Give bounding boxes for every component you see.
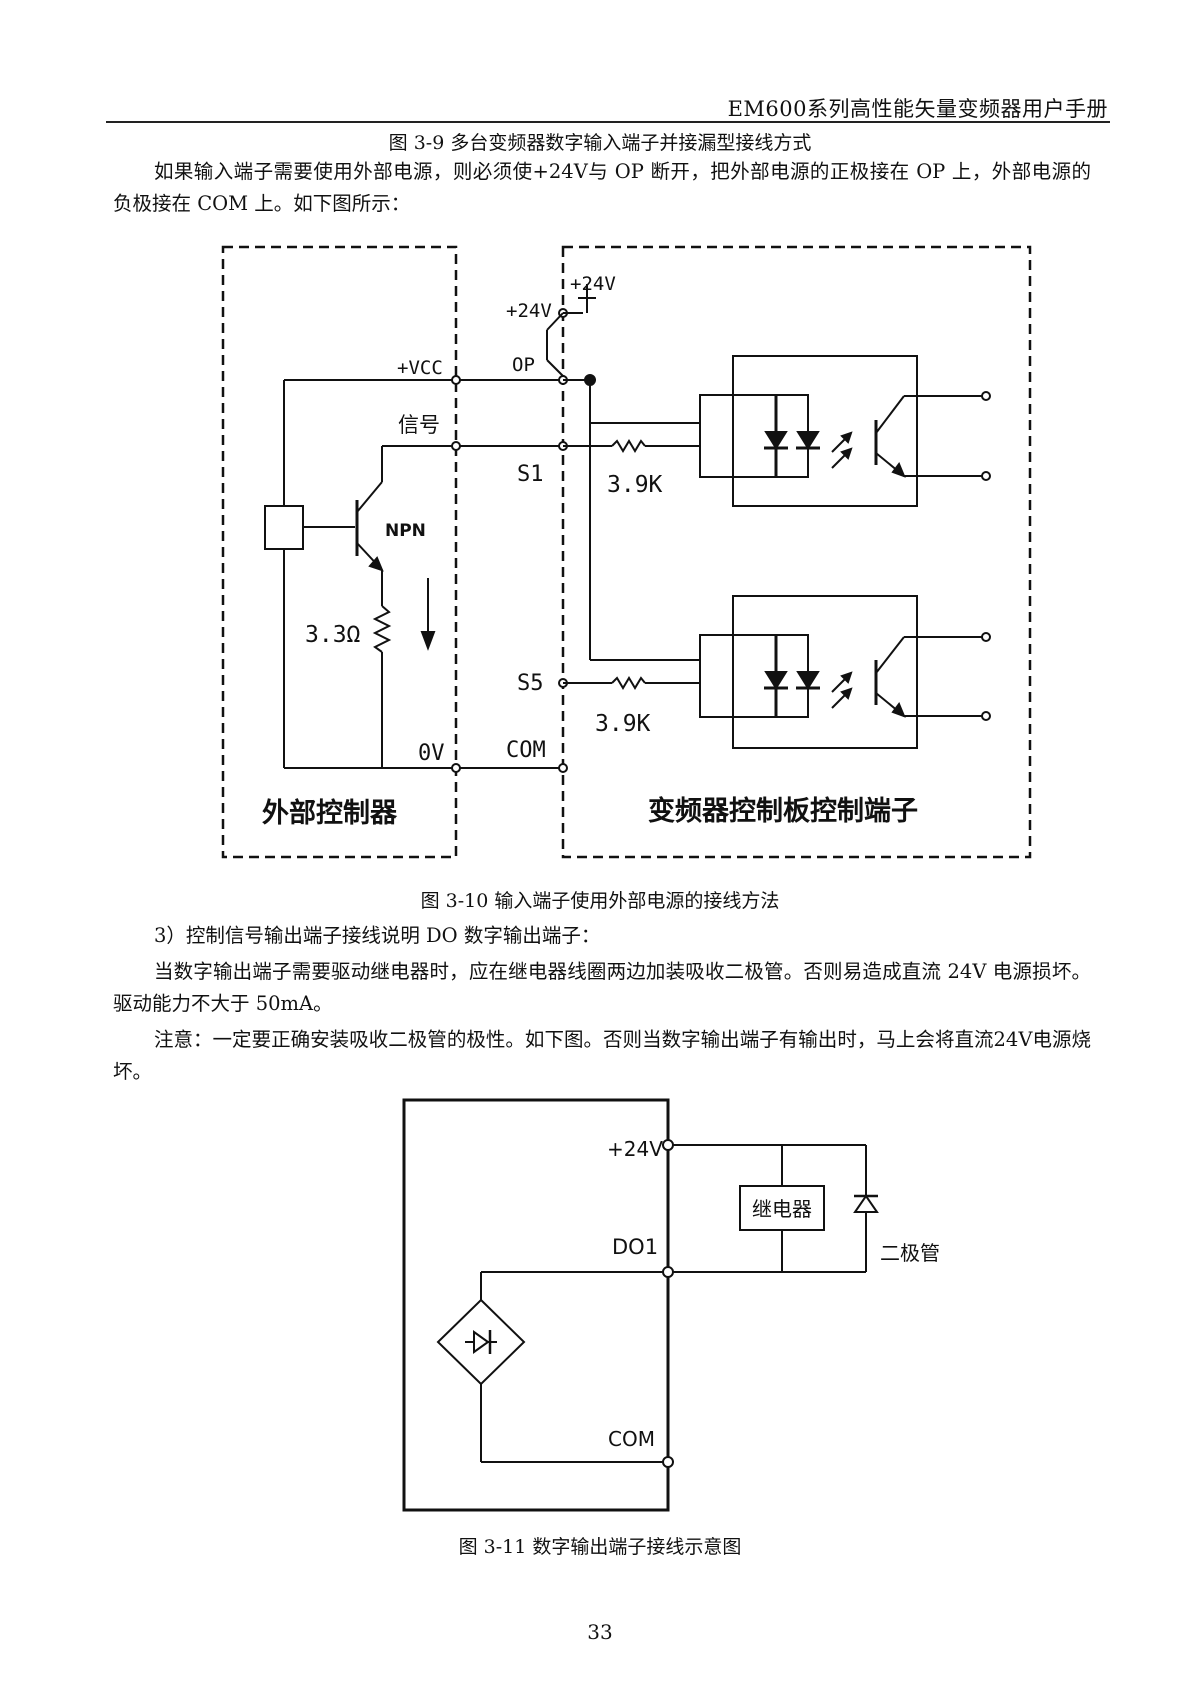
label-external-controller: 外部控制器: [262, 797, 398, 829]
paragraph-notice: 注意：一定要正确安装吸收二极管的极性。如下图。否则当数字输出端子有输出时，马上会…: [113, 1028, 1091, 1083]
optocoupler-2: [699, 595, 991, 749]
label-inverter-board: 变频器控制板控制端子: [648, 795, 918, 827]
external-controller-box: [221, 245, 458, 859]
label-relay: 继电器: [752, 1197, 812, 1221]
figure-3-11-diagram: [402, 1098, 879, 1512]
label-fig11-24v: +24V: [607, 1137, 663, 1161]
label-24v: +24V: [506, 300, 552, 322]
label-signal: 信号: [398, 413, 440, 437]
label-24v-top: +24V: [570, 273, 616, 295]
label-npn: NPN: [385, 521, 426, 541]
figure-3-9-caption: 图 3-9 多台变频器数字输入端子并接漏型接线方式: [388, 132, 812, 154]
label-resistor-ext: 3.3Ω: [305, 622, 361, 648]
label-com: COM: [506, 738, 546, 763]
paragraph-relay-diode: 当数字输出端子需要驱动继电器时，应在继电器线圈两边加装吸收二极管。否则易造成直流…: [113, 960, 1091, 1015]
label-resistor-s5: 3.9K: [595, 711, 651, 737]
paragraph-external-power: 如果输入端子需要使用外部电源，则必须使+24V与 OP 断开，把外部电源的正极接…: [113, 160, 1091, 215]
label-do1: DO1: [612, 1235, 658, 1259]
label-s5: S5: [517, 671, 544, 696]
figure-3-10-caption: 图 3-10 输入端子使用外部电源的接线方法: [420, 890, 780, 912]
label-resistor-s1: 3.9K: [607, 472, 663, 498]
inverter-board-box: [561, 245, 1032, 859]
header-divider: [106, 121, 1110, 123]
paragraph-do-output-heading: 3）控制信号输出端子接线说明 DO 数字输出端子：: [153, 924, 601, 947]
label-diode: 二极管: [880, 1241, 940, 1265]
label-s1: S1: [517, 462, 544, 487]
figure-3-11-caption: 图 3-11 数字输出端子接线示意图: [458, 1536, 742, 1558]
external-relay-block: [264, 505, 304, 550]
label-fig11-com: COM: [608, 1427, 655, 1451]
page-number: 33: [587, 1620, 613, 1644]
label-0v: 0V: [418, 741, 445, 766]
label-vcc: +VCC: [397, 357, 443, 379]
header-title: EM600系列高性能矢量变频器用户手册: [727, 97, 1108, 121]
optocoupler-1: [699, 355, 991, 507]
label-op: OP: [512, 354, 535, 376]
